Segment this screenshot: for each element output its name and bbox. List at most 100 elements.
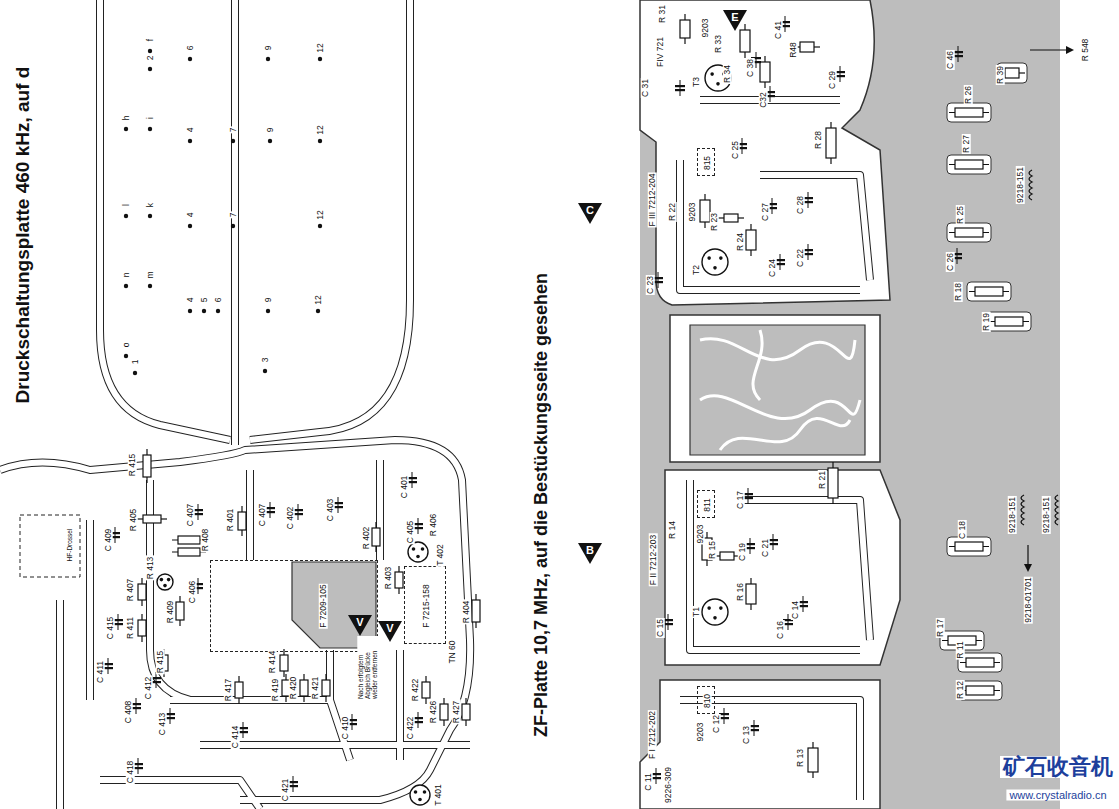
part-label: R 404	[462, 600, 471, 625]
part-label: T2	[692, 264, 701, 276]
part-label: 2	[146, 55, 155, 62]
capacitor-symbol	[151, 681, 161, 683]
part-label: R 402	[362, 526, 371, 551]
transistor-pin	[421, 547, 425, 551]
part-label: R 21	[818, 470, 827, 490]
part-label: 9	[264, 45, 273, 52]
resistor-symbol	[720, 552, 734, 560]
capacitor-lead	[293, 776, 294, 792]
capacitor-symbol	[113, 619, 123, 621]
solder-pad	[318, 224, 322, 228]
copper-gap	[720, 418, 850, 450]
solder-pad	[148, 67, 152, 71]
part-label: C 406	[188, 580, 197, 605]
lead-line	[1030, 49, 1068, 50]
capacitor-symbol	[719, 713, 729, 715]
filter-label: F 7209-105	[319, 583, 328, 628]
capacitor-symbol	[743, 497, 753, 499]
resistor-symbol	[322, 680, 330, 696]
part-label: 5	[200, 297, 209, 304]
marker-letter: V	[355, 617, 364, 628]
part-label: C 18	[958, 520, 967, 540]
capacitor-symbol	[803, 253, 813, 255]
trace	[57, 600, 63, 809]
resistor-symbol	[808, 748, 818, 772]
part-label: R 419	[271, 678, 280, 703]
marker-triangle	[578, 203, 602, 224]
component-zone	[665, 470, 900, 665]
resistor-symbol	[680, 20, 690, 38]
coil-symbol	[1029, 170, 1032, 200]
marker-triangle	[378, 621, 402, 642]
part-label: R 24	[736, 232, 745, 252]
part-label: C 41	[774, 20, 783, 40]
resistor-symbol	[138, 584, 146, 600]
trace-outline	[231, 0, 239, 445]
part-label: C 27	[761, 202, 770, 222]
resistor-symbol	[700, 200, 710, 222]
part-label: C 17	[736, 490, 745, 510]
capacitor-symbol	[835, 71, 845, 73]
capacitor-symbol	[165, 713, 175, 715]
copper-island	[947, 223, 991, 242]
transistor-pin	[707, 256, 711, 260]
solder-pad	[188, 57, 192, 61]
resistor-symbol	[966, 658, 994, 667]
trace-outline	[680, 160, 860, 290]
capacitor-symbol	[407, 481, 417, 483]
capacitor-symbol	[749, 725, 759, 727]
trace	[690, 480, 860, 650]
capacitor-symbol	[413, 523, 423, 525]
filter-box: F 7215-158	[404, 566, 446, 644]
capacitor-symbol	[835, 75, 845, 77]
trace-outline	[246, 470, 254, 560]
capacitor-symbol	[798, 601, 808, 603]
part-label: R 411	[126, 616, 135, 640]
capacitor-symbol	[953, 55, 963, 57]
capacitor-symbol	[238, 731, 248, 733]
capacitor-lead	[352, 714, 353, 730]
capacitor-symbol	[133, 763, 143, 765]
part-label: R 417	[224, 678, 233, 703]
part-label: C 46	[946, 50, 955, 70]
capacitor-lead	[724, 708, 725, 724]
board-caption: ZF-Platte 10,7 MHz, auf die Bestückungss…	[532, 272, 550, 738]
resistor-symbol	[395, 572, 403, 588]
trace-outline	[760, 175, 870, 280]
capacitor-lead	[756, 52, 757, 68]
capacitor-symbol	[803, 201, 813, 203]
resistor-symbol	[955, 542, 983, 551]
trace	[87, 520, 93, 700]
part-label: 12	[316, 209, 325, 220]
trace-outline	[680, 700, 860, 800]
part-label: R 15	[708, 540, 717, 560]
capacitor-symbol	[131, 707, 141, 709]
part-label: C 407	[186, 503, 195, 528]
capacitor-symbol	[293, 513, 303, 515]
coil-symbol	[1055, 495, 1058, 525]
resistor-symbol	[300, 680, 308, 696]
capacitor-symbol	[193, 513, 203, 515]
capacitor-symbol	[651, 777, 661, 779]
filter-label: 811	[703, 497, 712, 513]
capacitor-lead	[958, 46, 959, 62]
capacitor-lead	[748, 488, 749, 504]
part-label: R48	[789, 41, 798, 59]
capacitor-symbol	[413, 717, 423, 719]
trace	[100, 780, 260, 809]
ground-plane	[640, 0, 1060, 809]
part-label: 1	[131, 359, 140, 366]
resistor-symbol	[828, 468, 838, 498]
transistor-pin	[167, 578, 171, 582]
capacitor-lead	[115, 527, 116, 543]
part-label: C 29	[828, 70, 837, 90]
capacitor-lead	[156, 672, 157, 688]
capacitor-symbol	[103, 663, 113, 665]
filter-box: 811	[697, 490, 715, 518]
capacitor-lead	[803, 596, 804, 612]
part-label: h	[122, 115, 131, 122]
transistor-pin	[719, 606, 723, 610]
pcb-art	[0, 0, 1074, 809]
part-label: C 408	[124, 700, 133, 725]
transistor-pin	[719, 256, 723, 260]
